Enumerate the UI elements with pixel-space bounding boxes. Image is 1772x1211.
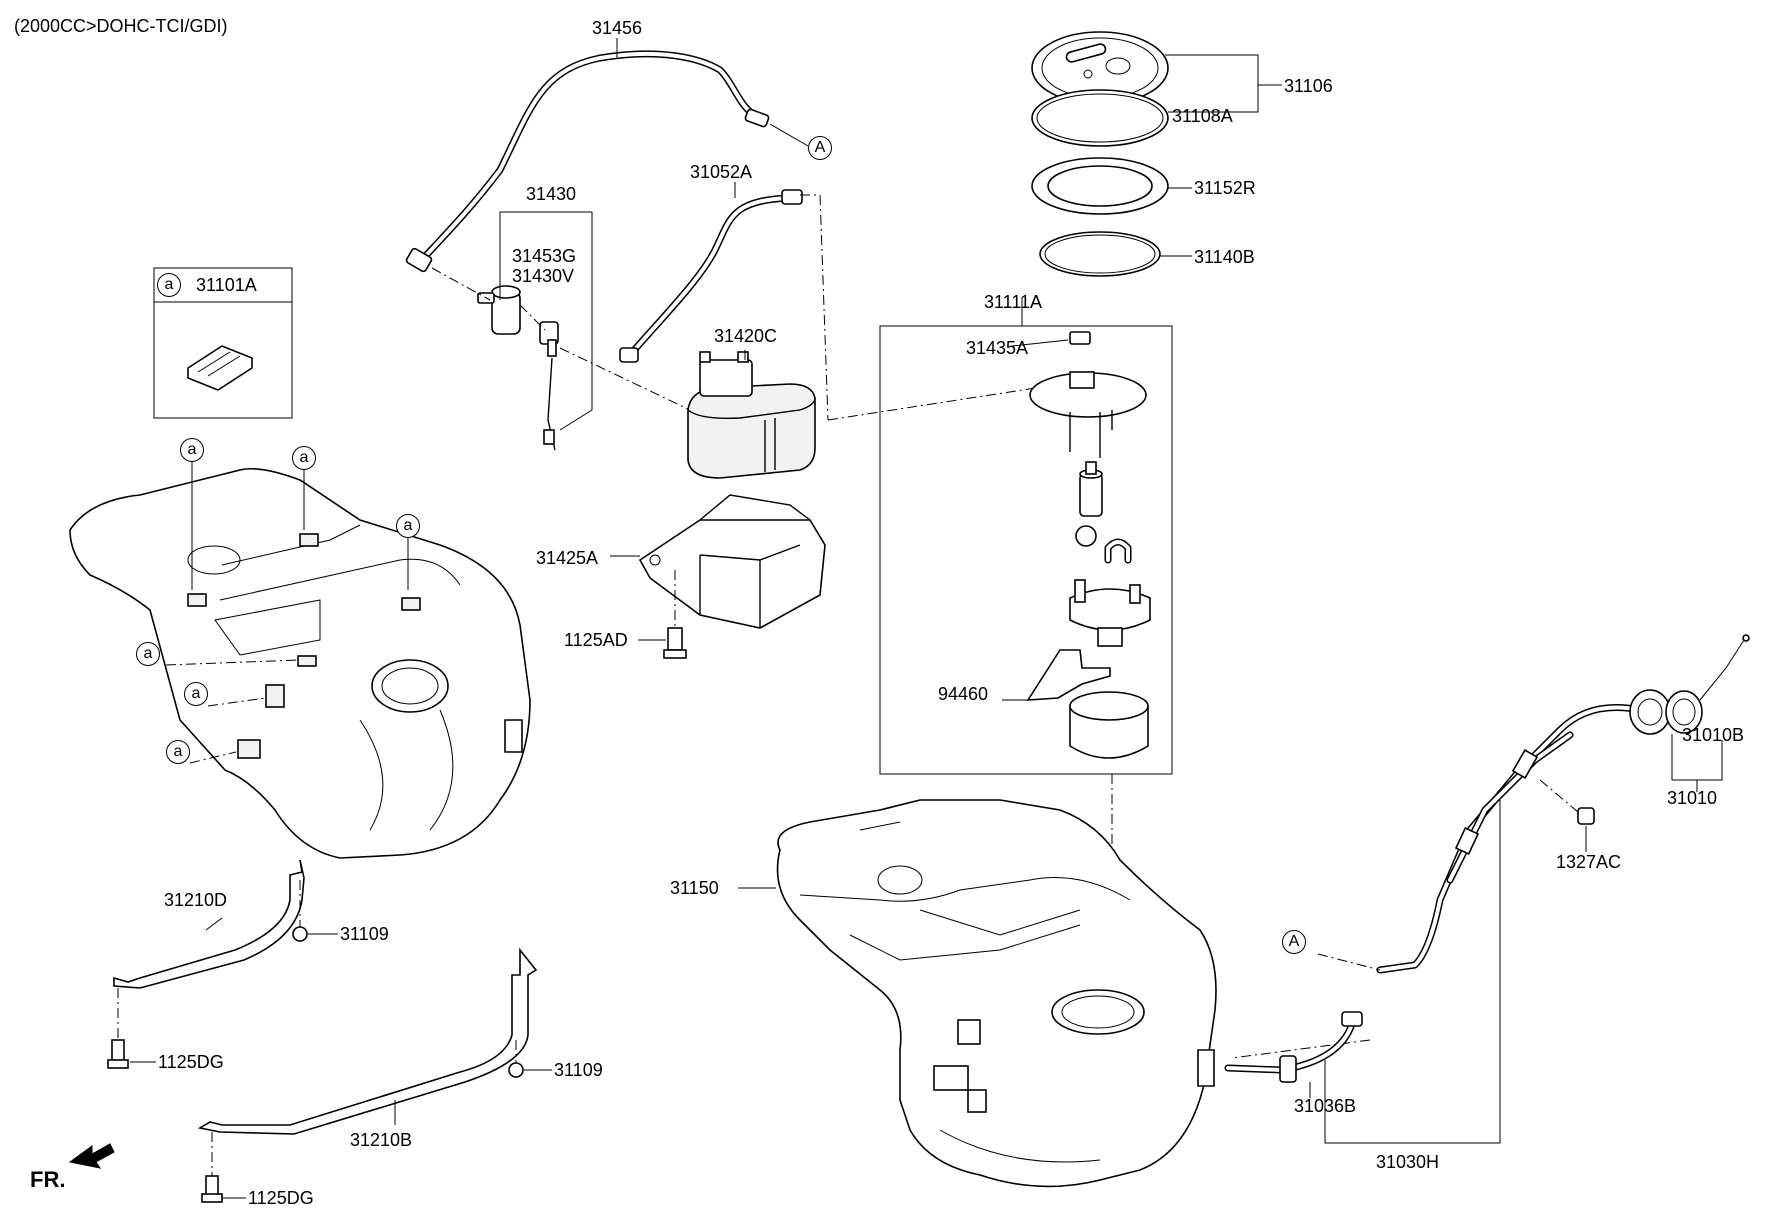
gasket-31108A bbox=[1031, 89, 1169, 147]
part-label-1125DG-upper: 1125DG bbox=[158, 1052, 224, 1072]
part-label-31106: 31106 bbox=[1284, 76, 1333, 96]
part-label-31052A: 31052A bbox=[690, 162, 753, 182]
front-indicator-label: FR. bbox=[30, 1167, 66, 1192]
vapor-hose-31456 bbox=[405, 50, 770, 273]
front-arrow-icon bbox=[68, 1143, 115, 1169]
callout-A-lower: A bbox=[1282, 930, 1306, 954]
part-label-1327AC: 1327AC bbox=[1556, 852, 1622, 872]
part-label-31140B: 31140B bbox=[1194, 247, 1255, 267]
strap-31210D bbox=[113, 859, 305, 989]
part-label-31453G: 31453G bbox=[512, 246, 577, 266]
pump-module-box-31111A bbox=[879, 325, 1173, 775]
part-label-31152R: 31152R bbox=[1194, 178, 1256, 198]
part-label-31109-upper: 31109 bbox=[340, 924, 389, 944]
fuel-pump-module bbox=[1011, 331, 1151, 759]
lock-ring-31152R bbox=[1031, 157, 1169, 215]
callout-a-3: a bbox=[396, 514, 420, 538]
part-label-31420C: 31420C bbox=[714, 326, 778, 346]
fuel-tank-left bbox=[69, 467, 531, 859]
part-label-31435A: 31435A bbox=[966, 338, 1029, 358]
part-label-31036B: 31036B bbox=[1294, 1096, 1357, 1116]
pad-part-31101A bbox=[187, 345, 253, 391]
bolt-1125AD bbox=[663, 627, 687, 659]
callout-A-upper: A bbox=[808, 136, 832, 160]
nut-1327AC bbox=[1577, 807, 1595, 825]
callout-a-2: a bbox=[292, 446, 316, 470]
hose-31052A bbox=[619, 189, 803, 363]
part-label-31150: 31150 bbox=[670, 878, 719, 898]
callout-a-4: a bbox=[136, 642, 160, 666]
part-label-31010: 31010 bbox=[1667, 788, 1718, 808]
part-label-31109-lower: 31109 bbox=[554, 1060, 603, 1080]
callout-a-5: a bbox=[184, 682, 208, 706]
part-label-31010B: 31010B bbox=[1682, 725, 1745, 745]
part-label-1125AD: 1125AD bbox=[564, 630, 628, 650]
purge-valve-31430 bbox=[477, 285, 559, 451]
callout-a-1: a bbox=[180, 438, 204, 462]
part-label-31111A: 31111A bbox=[984, 292, 1043, 312]
part-label-31430V: 31430V bbox=[512, 266, 575, 286]
part-label-31456: 31456 bbox=[592, 18, 643, 38]
legend-part-31101A: 31101A bbox=[196, 275, 257, 295]
part-label-94460: 94460 bbox=[938, 684, 989, 704]
part-label-31210B: 31210B bbox=[350, 1130, 413, 1150]
o-ring-31140B bbox=[1039, 231, 1161, 277]
canister-31420C bbox=[687, 351, 816, 479]
legend-callout-a: a bbox=[157, 273, 181, 297]
engine-spec-header: (2000CC>DOHC-TCI/GDI) bbox=[14, 16, 228, 36]
part-label-31108A: 31108A bbox=[1172, 106, 1233, 126]
part-label-1125DG-lower: 1125DG bbox=[248, 1188, 314, 1208]
part-label-31430: 31430 bbox=[526, 184, 577, 204]
part-label-31210D: 31210D bbox=[164, 890, 228, 910]
fuel-tank-31150 bbox=[776, 799, 1217, 1188]
bracket-31425A bbox=[638, 494, 826, 629]
filler-hose-31036B bbox=[1224, 1011, 1363, 1083]
legend-box bbox=[153, 267, 293, 419]
fuel-cap-31010 bbox=[1665, 634, 1750, 734]
strap-31210B bbox=[197, 947, 538, 1135]
callout-a-6: a bbox=[166, 740, 190, 764]
part-label-31030H: 31030H bbox=[1376, 1152, 1440, 1172]
filler-pipe-31030H bbox=[1376, 689, 1671, 974]
part-label-31425A: 31425A bbox=[536, 548, 599, 568]
cover-plate-31106 bbox=[1031, 31, 1169, 105]
